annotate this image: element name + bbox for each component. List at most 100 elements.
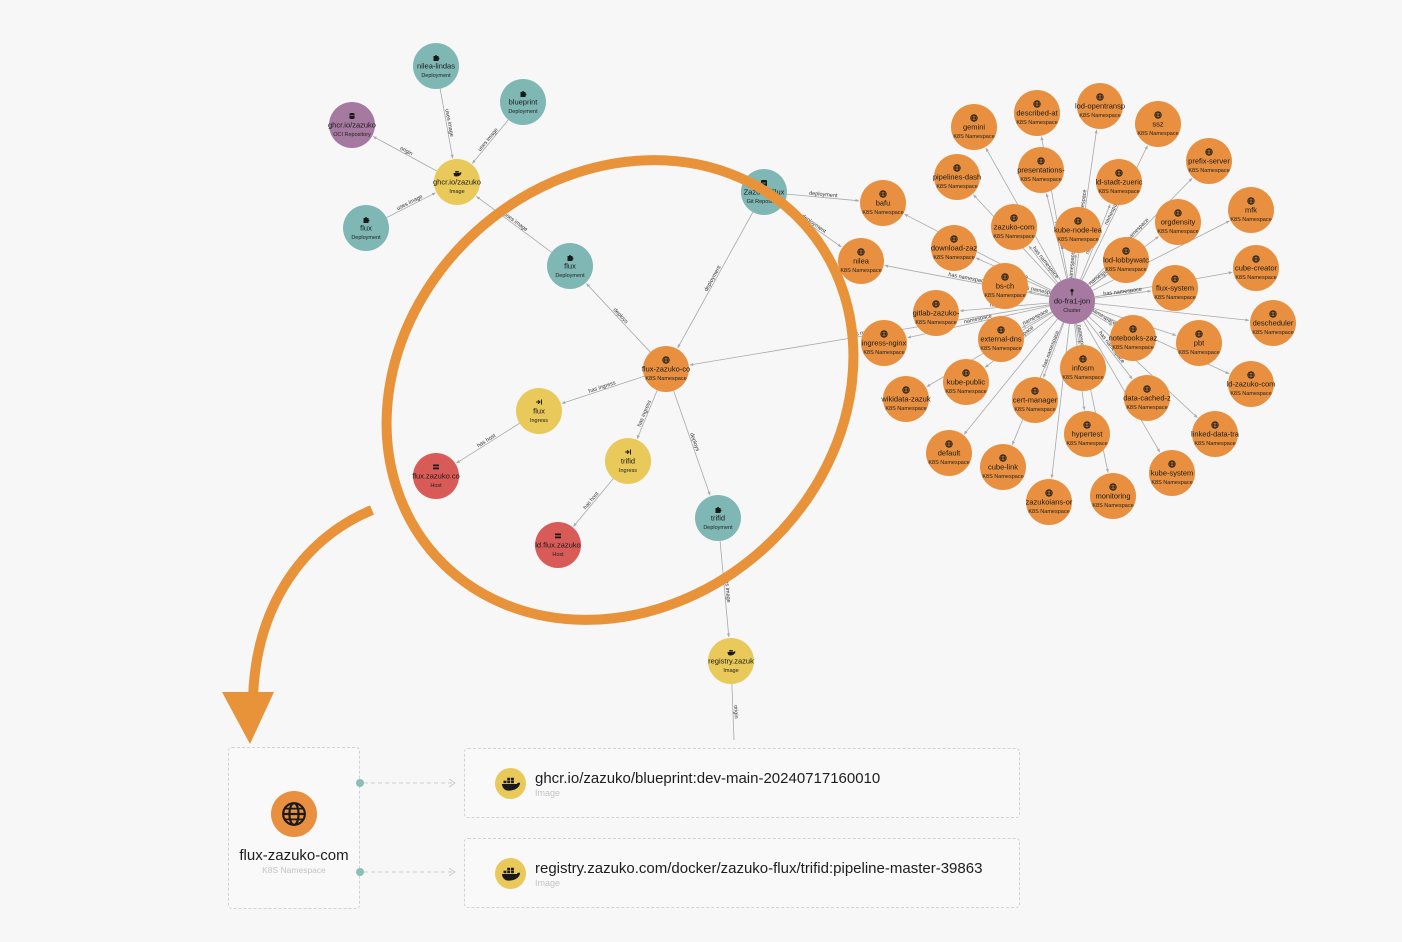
image-card-1[interactable]: ghcr.io/zazuko/blueprint:dev-main-202407… (464, 748, 1020, 818)
namespace-detail-card[interactable]: flux-zazuko-com K8S Namespace (228, 747, 360, 909)
graph-edge[interactable]: origin (731, 683, 739, 741)
graph-node-gitlab-zazuko[interactable]: gitlab-zazuko-K8S Namespace (913, 290, 960, 336)
node-type: K8S Namespace (645, 376, 686, 382)
puzzle-icon (520, 91, 527, 97)
globe-icon (945, 440, 953, 448)
graph-edge[interactable]: uses image (386, 192, 436, 218)
graph-edge[interactable]: has ingress (637, 390, 658, 439)
node-circle (1014, 90, 1060, 136)
edge-label: has host (476, 433, 497, 449)
graph-edge[interactable]: uses image (471, 119, 509, 164)
graph-edge[interactable] (1050, 323, 1070, 479)
graph-edge[interactable] (1088, 316, 1198, 418)
graph-edge[interactable]: has namespace (1094, 287, 1152, 299)
graph-node-presentations[interactable]: presentations-K8S Namespace (1017, 147, 1065, 193)
node-circle (951, 104, 997, 150)
graph-edge[interactable]: has host (573, 478, 614, 527)
node-circle (926, 430, 972, 476)
node-label: ld-zazuko-com (1227, 380, 1276, 389)
node-circle (434, 159, 480, 205)
graph-edge[interactable]: deployment (786, 191, 860, 203)
globe-icon (1195, 330, 1203, 338)
graph-edge[interactable] (904, 213, 1052, 291)
graph-edge[interactable]: namespace (1090, 307, 1117, 327)
graph-edge[interactable]: deployment (677, 211, 754, 349)
node-label: kube-system (1151, 469, 1194, 478)
node-type: K8S Namespace (1235, 275, 1276, 281)
node-circle (982, 263, 1028, 309)
graph-edge[interactable]: uses image (439, 88, 454, 159)
graph-edge[interactable]: namespace (1068, 251, 1078, 280)
node-circle (1250, 300, 1296, 346)
graph-edge[interactable] (1094, 303, 1250, 322)
globe-icon (950, 235, 958, 243)
image-card-2[interactable]: registry.zazuko.com/docker/zazuko-flux/t… (464, 838, 1020, 908)
node-label: trifid (621, 457, 635, 466)
graph-edge[interactable]: deploys (673, 390, 711, 496)
graph-edge[interactable]: deploys (586, 283, 651, 353)
node-type: K8S Namespace (1092, 503, 1133, 509)
node-circle (329, 102, 375, 148)
graph-edge[interactable]: has host (456, 422, 520, 464)
node-label: described-at (1016, 109, 1058, 118)
graph-edge[interactable]: origin (372, 136, 437, 172)
graph-edge[interactable]: namespace (1074, 129, 1098, 279)
graph-edge[interactable]: uses image (719, 540, 731, 638)
node-type: K8S Namespace (863, 350, 904, 356)
graph-edge[interactable] (963, 318, 1058, 435)
graph-edge[interactable]: has ingress (561, 375, 645, 404)
graph-edge[interactable] (1083, 320, 1161, 453)
